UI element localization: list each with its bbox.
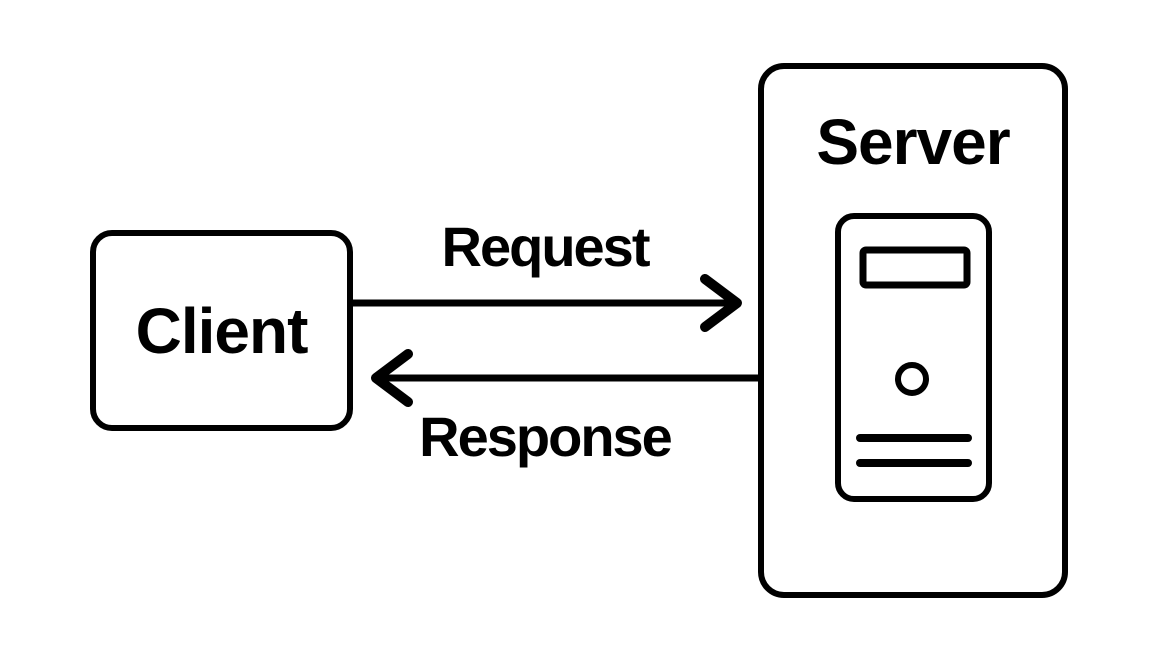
client-node-label: Client bbox=[135, 294, 309, 367]
request-arrow bbox=[353, 274, 742, 332]
response-arrow bbox=[371, 349, 758, 407]
response-arrow-label: Response bbox=[419, 405, 673, 468]
arrowhead-left-icon bbox=[371, 349, 413, 407]
server-power-button-icon bbox=[895, 362, 929, 396]
server-tower-icon bbox=[835, 213, 992, 502]
server-node-label: Server bbox=[816, 106, 1010, 178]
server-drive-slot-icon bbox=[859, 246, 971, 289]
client-node: Client bbox=[90, 230, 353, 431]
request-arrow-label: Request bbox=[441, 215, 651, 278]
arrowhead-right-icon bbox=[700, 274, 742, 332]
